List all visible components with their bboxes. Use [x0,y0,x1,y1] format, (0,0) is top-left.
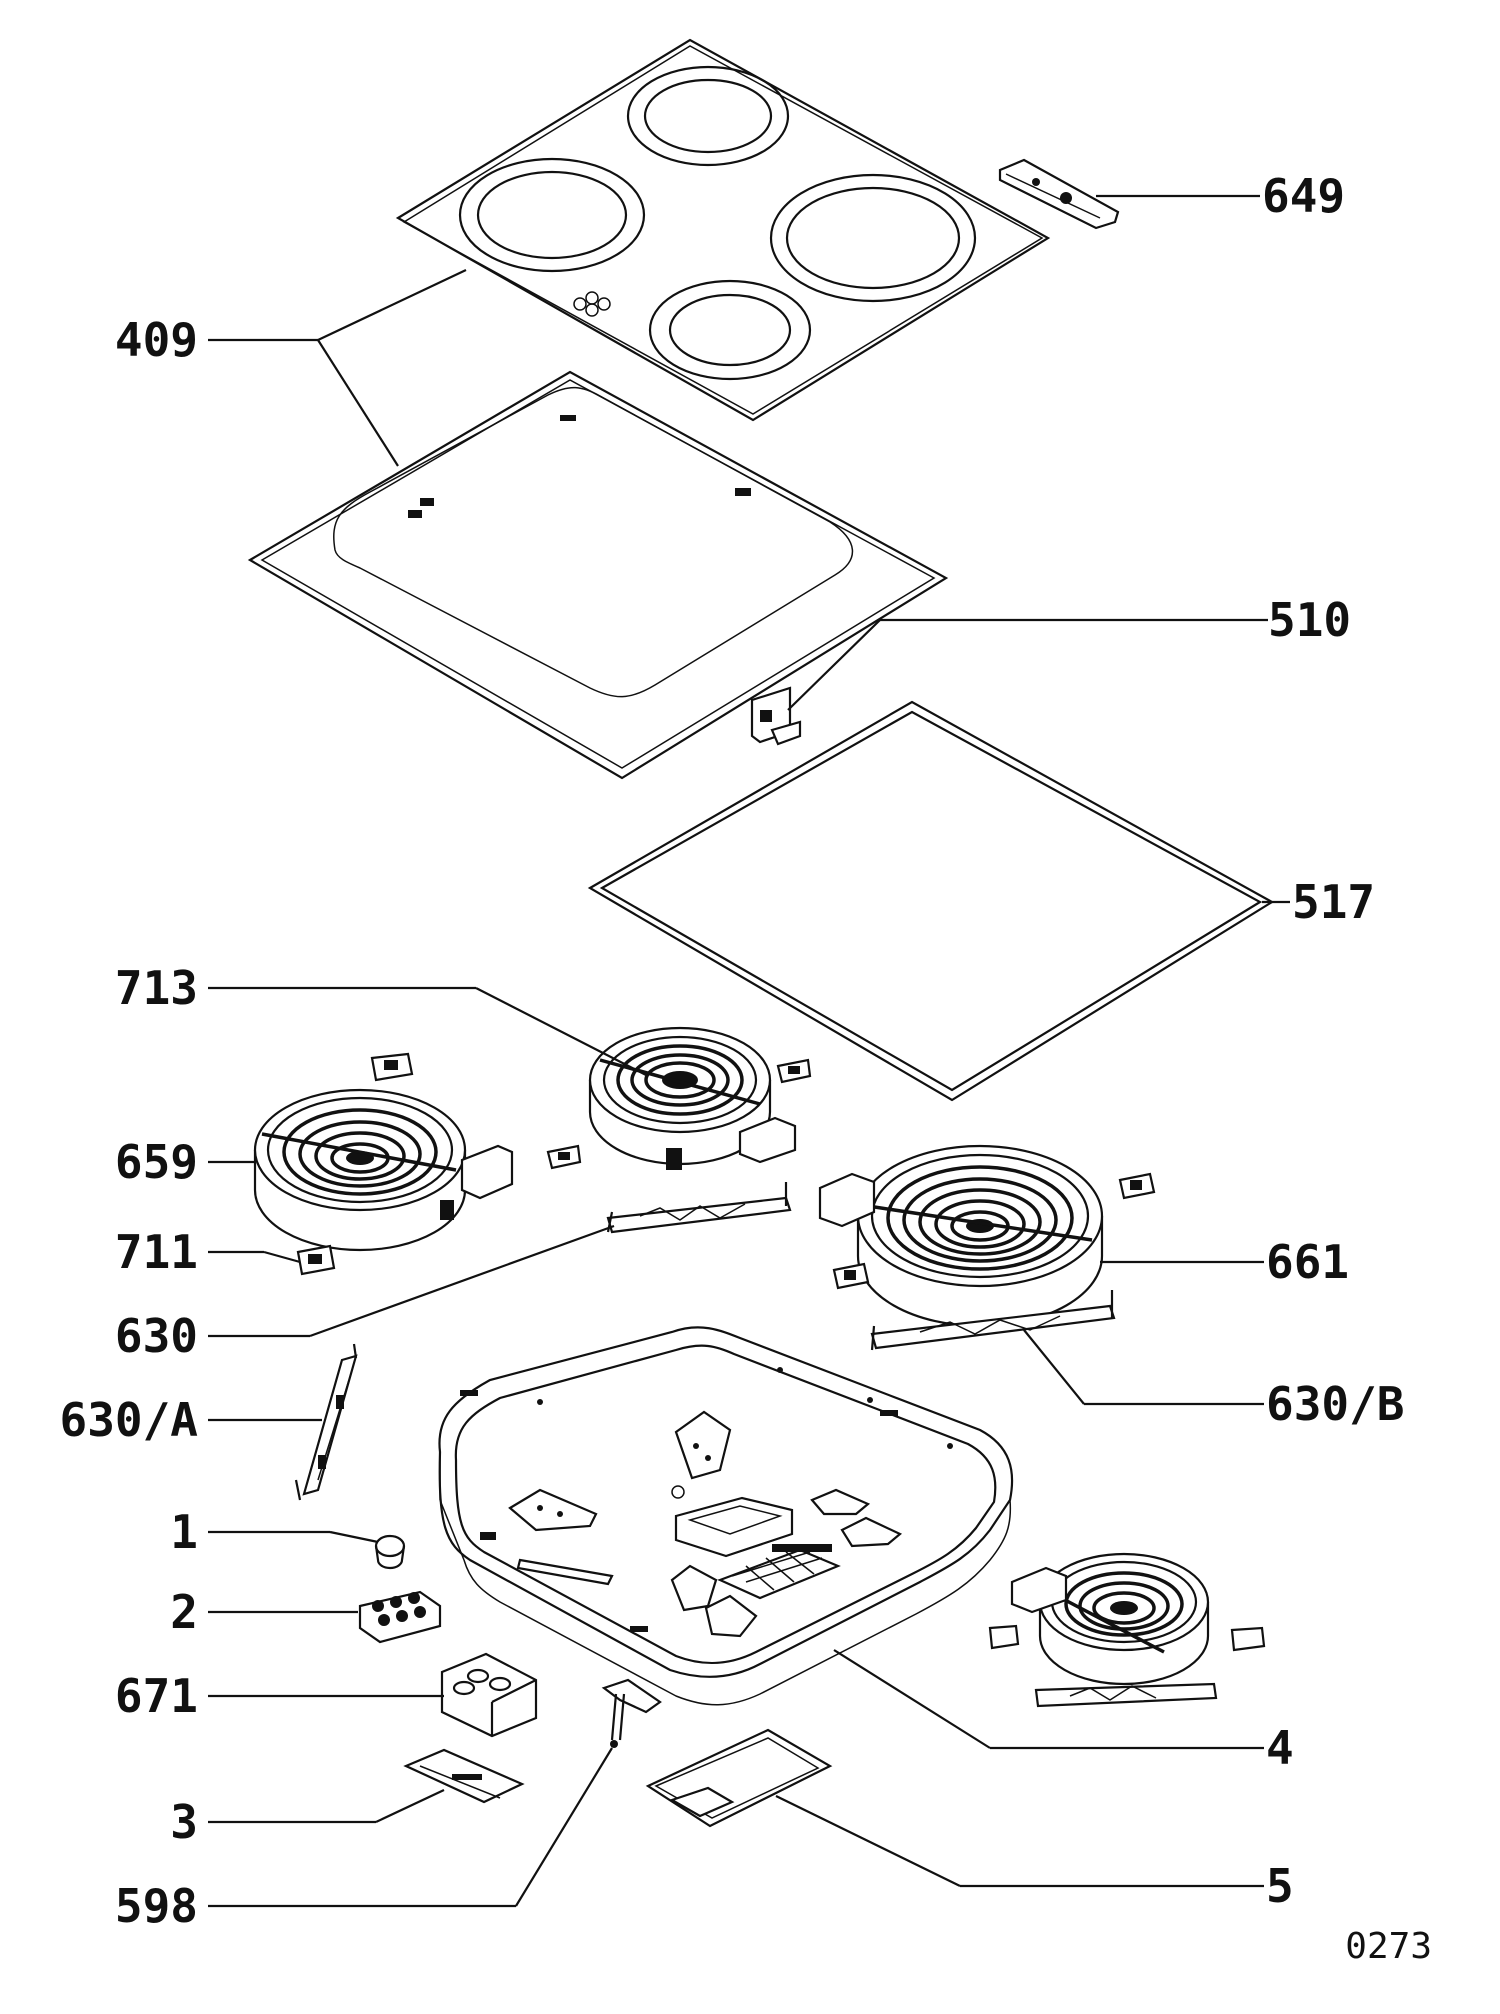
part-1-foot [374,1534,406,1570]
label-661: 661 [1266,1235,1349,1289]
part-713-radiant-heater [588,1026,797,1170]
label-649: 649 [1262,169,1345,223]
label-2: 2 [170,1585,198,1639]
small-clip-659-top [370,1052,414,1082]
part-510-clip [750,686,802,746]
part-4-base-tray [438,1326,1014,1706]
label-630a: 630/A [60,1393,198,1447]
label-5: 5 [1266,1859,1294,1913]
part-409-frame [247,370,949,780]
sheet-id: 0273 [1345,1926,1432,1967]
zone-symbol-icon [573,291,611,317]
part-labels: 649 409 510 517 713 659 711 630 661 630/… [60,169,1432,1967]
label-659: 659 [115,1135,198,1189]
label-630b: 630/B [1266,1377,1404,1431]
label-3: 3 [170,1795,198,1849]
part-598-bracket [601,1678,662,1748]
part-671-connector [440,1652,538,1738]
part-3-plate [403,1748,525,1804]
part-2-terminal-block [358,1590,442,1644]
small-clip-713-left [546,1144,582,1170]
part-659-radiant-heater [253,1088,514,1252]
part-630b-support-bar [870,1290,1116,1351]
radiant-heater-lower-right [988,1552,1266,1708]
cooking-zone-right [769,173,977,303]
glass-cooktop [395,38,1051,422]
label-1: 1 [170,1505,198,1559]
label-711: 711 [115,1225,198,1279]
part-661-radiant-heater [818,1144,1104,1328]
label-671: 671 [115,1669,198,1723]
label-409: 409 [115,313,198,367]
part-649-bracket [998,158,1120,230]
part-711-bracket [296,1244,336,1276]
label-4: 4 [1266,1721,1294,1775]
part-5-cover-plate [645,1728,833,1828]
cooking-zone-front [648,279,812,381]
label-510: 510 [1268,593,1351,647]
label-713: 713 [115,961,198,1015]
cooking-zone-back [626,65,790,167]
cooking-zone-left [458,157,646,273]
small-clip-713-right [776,1058,812,1084]
label-598: 598 [115,1879,198,1933]
small-clip-661-left [832,1262,870,1290]
part-630-support-bar [606,1182,792,1234]
small-clip-661-right [1118,1172,1156,1200]
part-630a-support-bar [294,1343,358,1501]
label-517: 517 [1292,875,1375,929]
leader-lines [208,194,1290,1908]
label-630: 630 [115,1309,198,1363]
